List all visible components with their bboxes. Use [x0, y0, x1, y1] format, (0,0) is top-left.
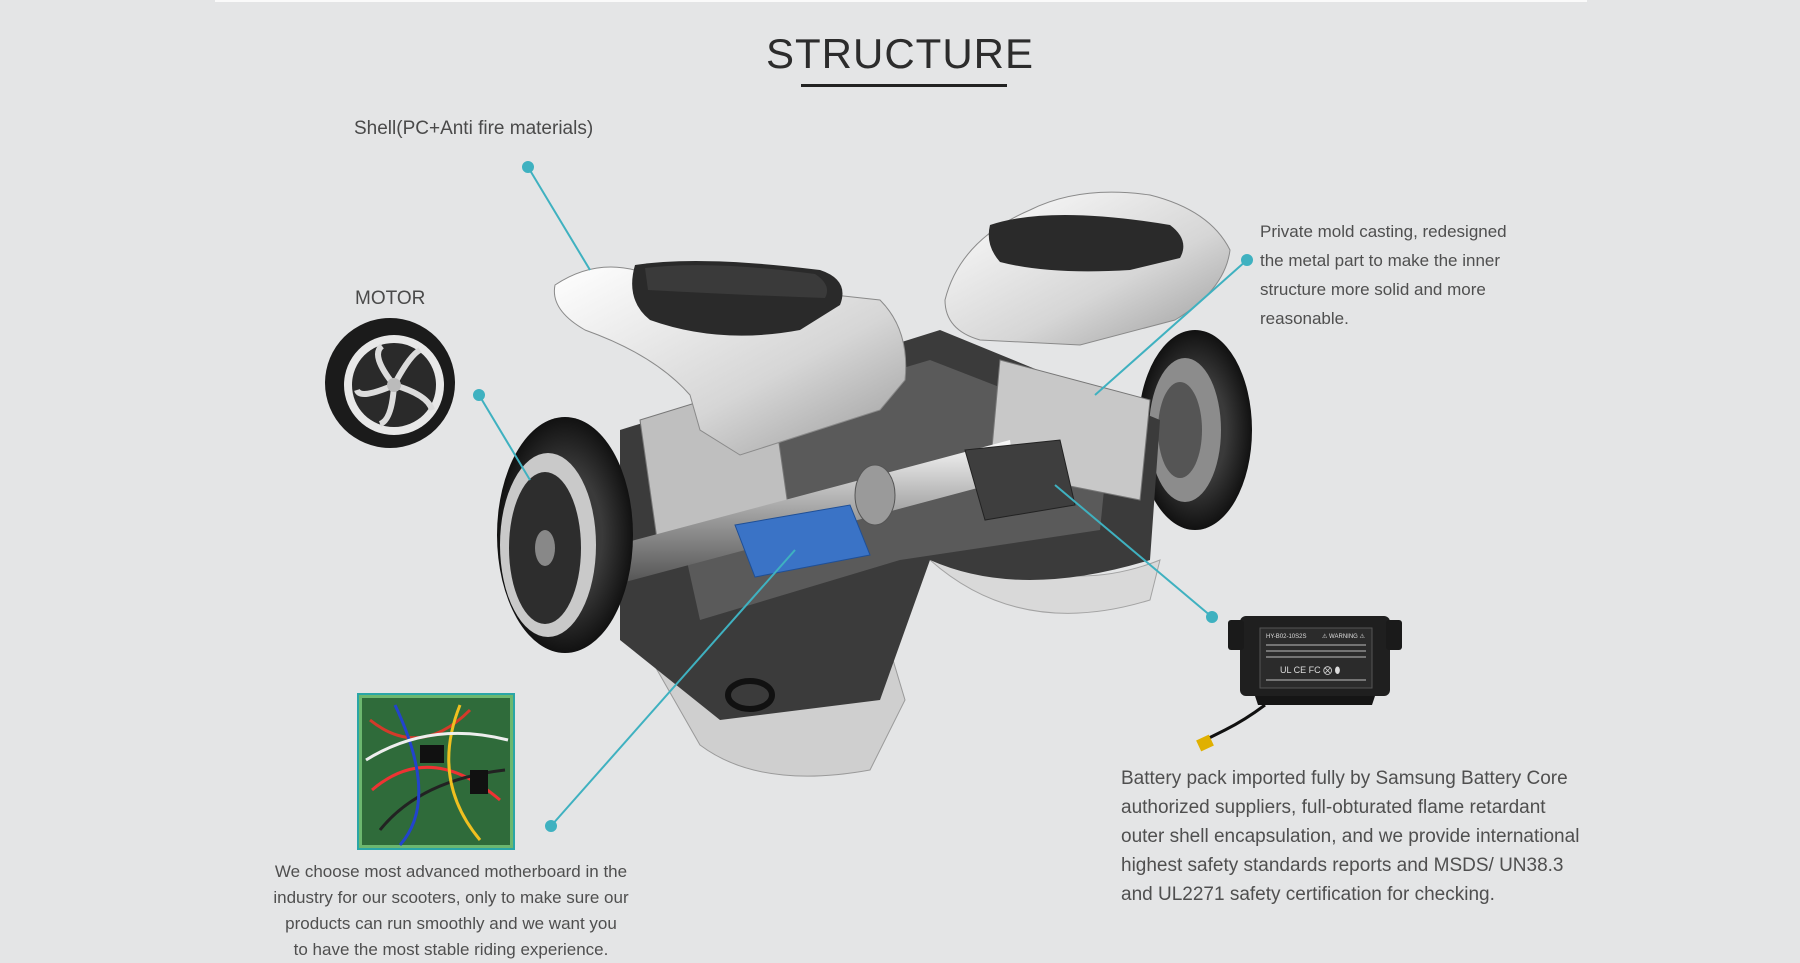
metal-part-line-2: the metal part to make the inner: [1260, 251, 1501, 270]
battery-callout-dot: [1206, 611, 1218, 623]
motherboard-pcb-icon: [357, 693, 515, 850]
metal-callout-line: [1094, 259, 1248, 396]
motor-callout-dot: [473, 389, 485, 401]
battery-pack-icon: HY-B02-10S2S ⚠ WARNING ⚠ UL CE FC ⨂ ⬮: [1196, 616, 1402, 752]
top-divider: [215, 0, 1587, 2]
motor-wheel-icon: [325, 318, 455, 448]
battery-description: Battery pack imported fully by Samsung B…: [1121, 764, 1579, 909]
motor-callout-line: [478, 394, 531, 481]
metal-part-line-1: Private mold casting, redesigned: [1260, 222, 1507, 241]
motherboard-callout-dot: [545, 820, 557, 832]
metal-callout-dot: [1241, 254, 1253, 266]
title-underline: [801, 84, 1007, 87]
battery-line-2: authorized suppliers, full-obturated fla…: [1121, 797, 1546, 818]
shell-label: Shell(PC+Anti fire materials): [354, 118, 594, 139]
metal-part-line-3: structure more solid and more: [1260, 280, 1486, 299]
battery-line-1: Battery pack imported fully by Samsung B…: [1121, 768, 1568, 789]
motherboard-line-4: to have the most stable riding experienc…: [293, 940, 609, 959]
battery-line-3: outer shell encapsulation, and we provid…: [1121, 826, 1580, 847]
callout-lines: [473, 161, 1253, 832]
battery-warning-text: ⚠ WARNING ⚠: [1322, 633, 1365, 640]
motherboard-description: We choose most advanced motherboard in t…: [250, 859, 652, 963]
motherboard-callout-line: [550, 549, 796, 827]
metal-part-line-4: reasonable.: [1260, 309, 1349, 328]
battery-model-text: HY-B02-10S2S: [1266, 634, 1306, 640]
battery-callout-line: [1054, 484, 1213, 618]
shell-callout-dot: [522, 161, 534, 173]
hoverboard-exploded-view-icon: [497, 191, 1252, 777]
motherboard-line-3: products can run smoothly and we want yo…: [285, 914, 617, 933]
battery-line-5: and UL2271 safety certification for chec…: [1121, 884, 1495, 905]
motherboard-line-1: We choose most advanced motherboard in t…: [274, 862, 628, 881]
shell-callout-line: [527, 166, 591, 271]
motherboard-line-2: industry for our scooters, only to make …: [273, 888, 629, 907]
page-title: STRUCTURE: [766, 30, 1034, 77]
motor-label: MOTOR: [355, 288, 426, 309]
battery-line-4: highest safety standards reports and MSD…: [1121, 855, 1564, 876]
metal-part-description: Private mold casting, redesigned the met…: [1260, 217, 1507, 333]
battery-certs-text: UL CE FC ⨂ ⬮: [1280, 665, 1341, 675]
